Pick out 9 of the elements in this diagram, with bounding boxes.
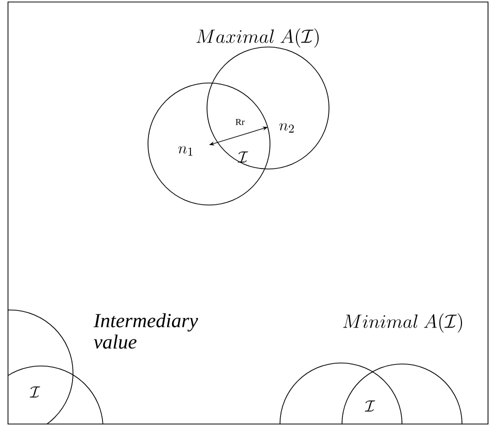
region-label: $\mathcal{I}$	[30, 386, 40, 398]
heading-formula: $Maximal\ A(\mathcal{I})$	[196, 28, 319, 48]
dimension-label: Rr	[236, 118, 245, 126]
region-label: $\mathcal{I}$	[238, 152, 248, 162]
heading-text: Intermediary value	[94, 313, 198, 349]
region-label: $\mathcal{I}$	[364, 400, 376, 412]
heading-formula: $Minimal\ A(\mathcal{I})$	[343, 313, 462, 333]
point-label: $n_1$	[178, 146, 192, 156]
point-label: $n_2$	[279, 123, 294, 133]
